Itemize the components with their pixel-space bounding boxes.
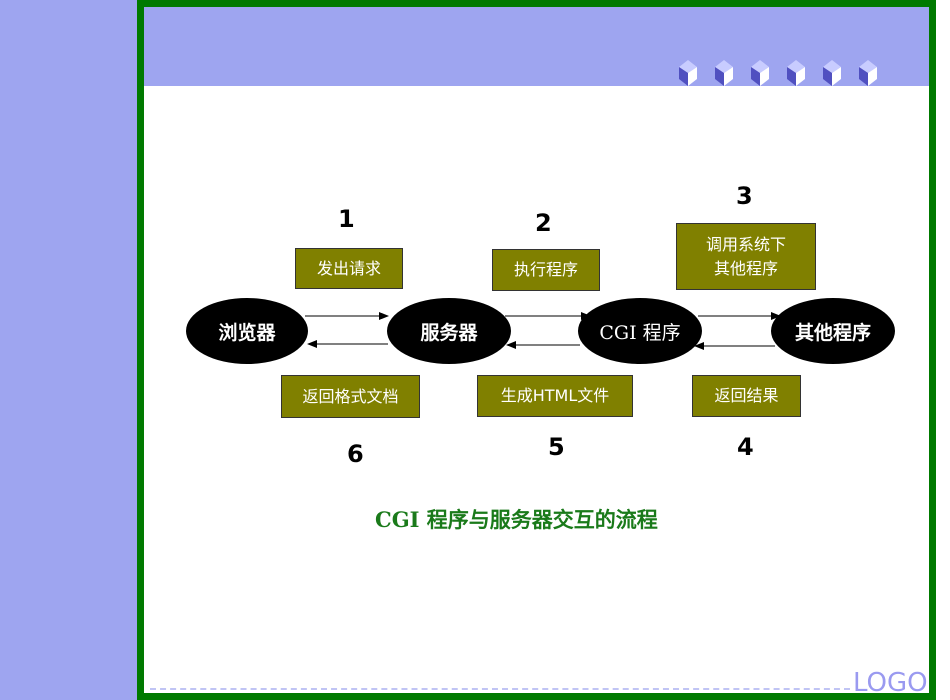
step-number-5: 5 [548, 433, 565, 461]
step-box-5: 生成HTML文件 [477, 375, 633, 417]
step-box-1: 发出请求 [295, 248, 403, 289]
step-number-1: 1 [338, 205, 355, 233]
step-box-3-line2: 其他程序 [713, 258, 778, 278]
step-box-4: 返回结果 [692, 375, 801, 417]
node-other: 其他程序 [771, 298, 895, 364]
footer-divider [150, 688, 850, 690]
node-server: 服务器 [387, 298, 511, 364]
cube-decoration [679, 60, 929, 86]
step-box-3: 调用系统下 其他程序 [676, 223, 816, 290]
node-cgi: CGI 程序 [578, 298, 702, 364]
step-number-3: 3 [736, 182, 753, 210]
step-number-2: 2 [535, 209, 552, 237]
step-box-3-line1: 调用系统下 [705, 234, 786, 254]
step-number-6: 6 [347, 440, 364, 468]
slide-header [144, 7, 929, 86]
logo: LOGO [853, 668, 928, 698]
step-number-4: 4 [737, 433, 754, 461]
node-browser: 浏览器 [186, 298, 308, 364]
left-sidebar [0, 0, 137, 700]
step-box-6: 返回格式文档 [281, 375, 420, 418]
cube-icons [679, 60, 877, 86]
diagram-caption: CGI 程序与服务器交互的流程 [375, 507, 658, 532]
step-box-2: 执行程序 [492, 249, 600, 291]
